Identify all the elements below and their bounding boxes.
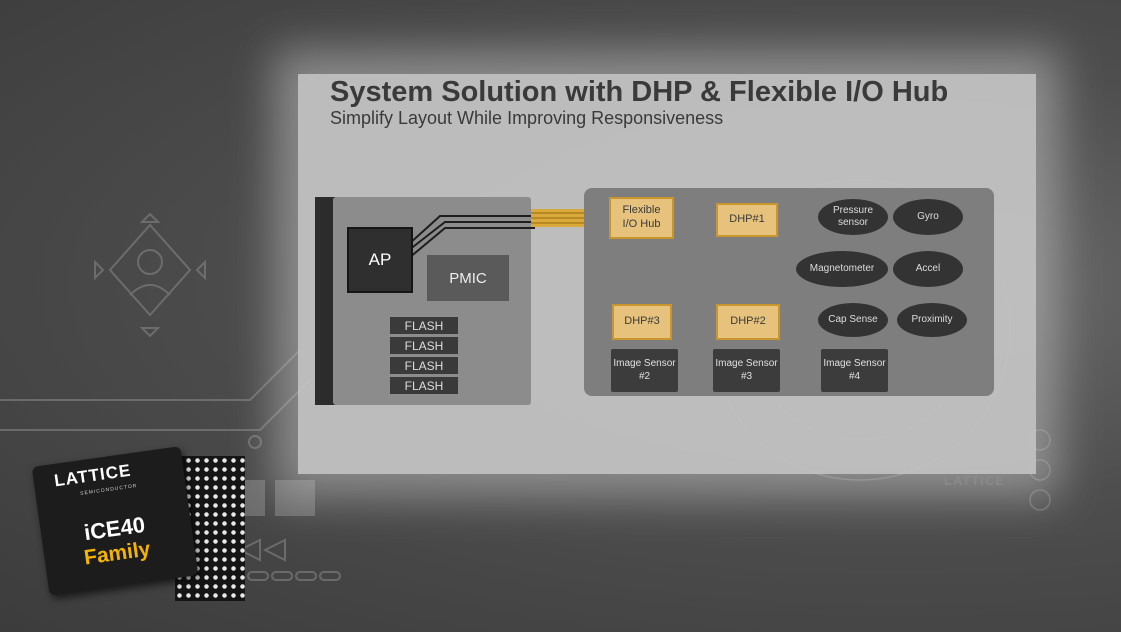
down-arrow-icon (139, 327, 161, 338)
person-icon (137, 249, 163, 275)
pressure-label-line1: Pressure (832, 205, 873, 216)
dhp2-box: DHP#2 (716, 304, 780, 340)
dhp1-box: DHP#1 (716, 203, 778, 237)
lattice-watermark: LATTICE (944, 473, 1005, 488)
person-shoulders-icon (129, 284, 171, 296)
cap-sense-sensor: Cap Sense (818, 303, 888, 337)
image-sensor-4-line2: #4 (848, 370, 861, 382)
flexible-io-hub: Flexible I/O Hub (609, 197, 674, 239)
pressure-label-line2: sensor (837, 217, 868, 228)
image-sensor-2-line2: #2 (638, 370, 651, 382)
flash-chip-1: FLASH (390, 317, 458, 334)
pmic-chip: PMIC (427, 255, 509, 301)
magnetometer-sensor: Magnetometer (796, 251, 888, 287)
image-sensor-3: Image Sensor #3 (713, 349, 780, 392)
gyro-sensor: Gyro (893, 199, 963, 235)
left-arrow-icon (94, 259, 105, 281)
slide-subtitle: Simplify Layout While Improving Responsi… (330, 108, 724, 128)
board-edge (315, 197, 337, 405)
image-sensor-2-line1: Image Sensor (613, 358, 676, 369)
proximity-sensor: Proximity (897, 303, 967, 337)
slide-title: System Solution with DHP & Flexible I/O … (330, 76, 949, 108)
flash-chip-4: FLASH (390, 377, 458, 394)
accel-sensor: Accel (893, 251, 963, 287)
dhp3-box: DHP#3 (612, 304, 672, 340)
image-sensor-2: Image Sensor #2 (611, 349, 678, 392)
image-sensor-3-line2: #3 (740, 370, 753, 382)
flash-chip-3: FLASH (390, 357, 458, 374)
ice40-chip-graphic: LATTICE SEMICONDUCTOR iCE40 Family (31, 446, 245, 606)
ap-chip: AP (347, 227, 413, 293)
up-arrow-icon (139, 212, 161, 223)
hub-label-line1: Flexible (622, 204, 661, 217)
rewind-icon (237, 538, 286, 562)
flash-chip-2: FLASH (390, 337, 458, 354)
qr-pattern-2 (275, 480, 315, 516)
image-sensor-3-line1: Image Sensor (715, 358, 778, 369)
right-arrow-icon (195, 259, 206, 281)
image-sensor-4-line1: Image Sensor (823, 358, 886, 369)
hexagon-outline (108, 223, 192, 317)
hub-label-line2: I/O Hub (622, 218, 661, 230)
image-sensor-4: Image Sensor #4 (821, 349, 888, 392)
pressure-sensor: Pressure sensor (818, 199, 888, 235)
